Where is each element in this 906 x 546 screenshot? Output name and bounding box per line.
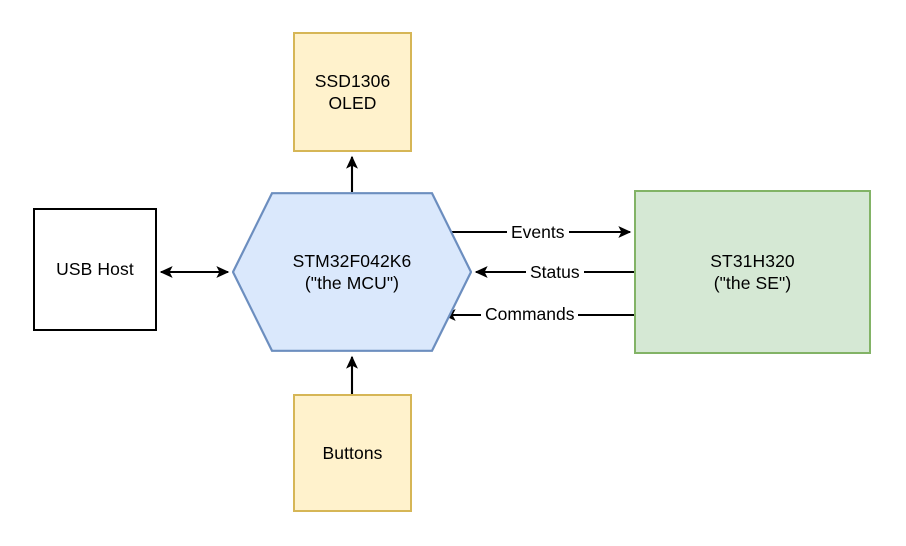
node-usb-host-label: USB Host: [56, 259, 134, 280]
node-ssd1306-oled-label-line1: SSD1306: [314, 70, 391, 91]
edge-label-events: Events: [507, 223, 569, 242]
node-buttons-label: Buttons: [322, 442, 383, 463]
edge-label-commands: Commands: [481, 305, 579, 324]
node-ssd1306-oled-label-line2: OLED: [328, 93, 377, 113]
node-st31h320-se[interactable]: ST31H320 ("the SE"): [634, 190, 871, 354]
node-st31h320-se-label-line2: ("the SE"): [713, 273, 792, 293]
node-stm32-mcu-label-line1: STM32F042K6: [292, 250, 412, 271]
hexagon-shape: [232, 192, 472, 352]
node-stm32-mcu[interactable]: STM32F042K6 ("the MCU"): [232, 192, 472, 352]
node-ssd1306-oled[interactable]: SSD1306 OLED: [293, 32, 412, 152]
node-usb-host[interactable]: USB Host: [33, 208, 157, 331]
node-stm32-mcu-label-line2: ("the MCU"): [304, 273, 400, 293]
node-buttons[interactable]: Buttons: [293, 394, 412, 512]
node-st31h320-se-label-line1: ST31H320: [710, 250, 795, 271]
edge-label-status: Status: [526, 263, 584, 282]
